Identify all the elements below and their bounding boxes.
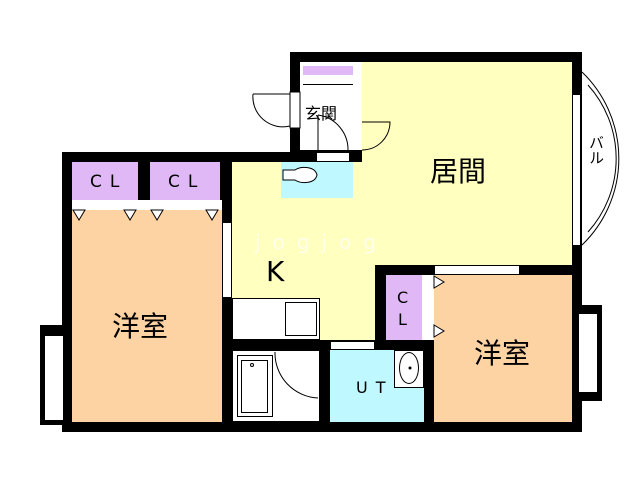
label-balcony: バル [587,135,605,165]
window-living [572,95,580,245]
toilet-door [316,152,350,162]
watermark: jogjog [255,230,388,254]
door-left-room [222,222,232,298]
label-entrance: 玄関 [305,104,338,123]
label-closet-1: CL [90,172,128,192]
sink [285,302,317,336]
closet-3-door [422,275,434,340]
shoe-closet [303,66,353,75]
room-living [362,62,572,265]
room-western-right [434,275,572,422]
entrance [300,62,362,150]
window-right [578,313,598,393]
label-closet-3-l: L [398,310,407,329]
label-unit-toilet: UT [356,378,394,397]
window-left [44,335,64,421]
ut-door [330,341,375,350]
closet-3 [386,275,422,340]
room-western-left [72,210,222,422]
label-western-right: 洋室 [474,337,531,370]
closet-door [72,200,222,210]
label-closet-2: CL [168,172,206,192]
washbasin-bowl [399,352,419,384]
label-kitchen: K [266,255,285,288]
label-western-left: 洋室 [112,310,169,343]
closet-1 [72,162,138,200]
closet-2 [150,162,220,200]
room-kitchen-ext2 [232,208,372,268]
label-living: 居間 [430,155,487,188]
label-closet-3-c: C [397,288,409,307]
door-right-room [434,265,520,275]
bathtub-inner [241,360,268,413]
entrance-step [303,84,353,85]
